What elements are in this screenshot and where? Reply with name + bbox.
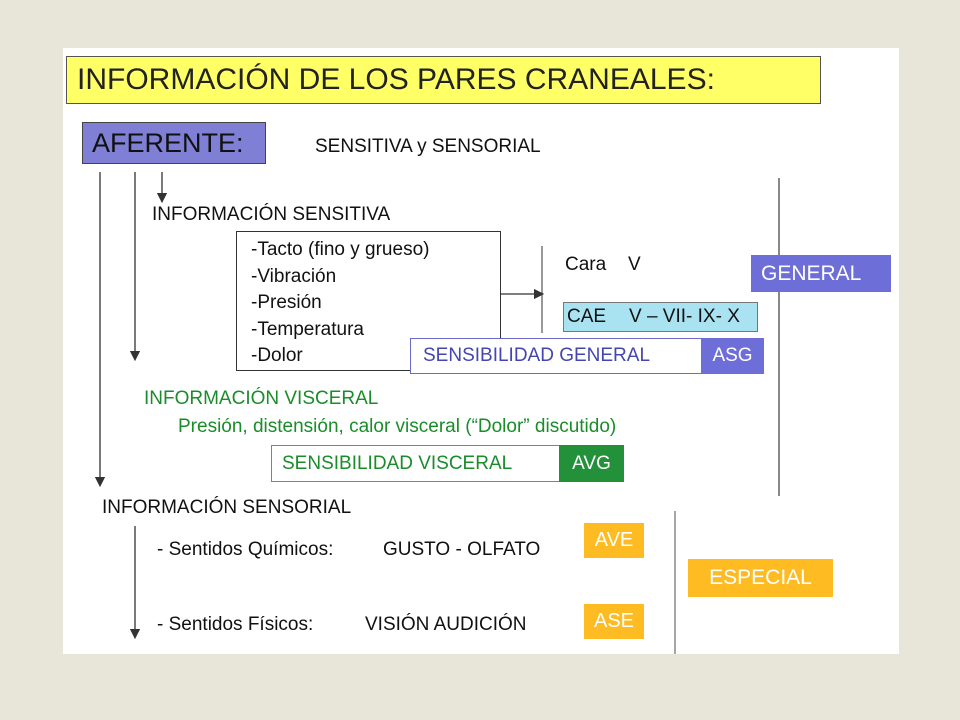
cae-box: CAE V – VII- IX- X (563, 302, 758, 332)
fisicos-label: - Sentidos Físicos: (157, 614, 314, 635)
list-item: -Temperatura (251, 318, 364, 340)
especial-label: ESPECIAL (688, 559, 833, 597)
slide: INFORMACIÓN DE LOS PARES CRANEALES: AFER… (63, 48, 899, 654)
ase-badge: ASE (584, 604, 644, 639)
list-item: -Dolor (251, 345, 303, 366)
cae-label: CAE (567, 306, 607, 327)
connector-lines (94, 172, 780, 654)
sensorial-heading: INFORMACIÓN SENSORIAL (102, 497, 352, 518)
visceral-heading: INFORMACIÓN VISCERAL (144, 388, 379, 409)
cara-label: Cara (565, 254, 607, 275)
list-item: -Tacto (fino y grueso) (251, 239, 430, 260)
sensitiva-list: -Tacto (fino y grueso) -Vibración -Presi… (236, 231, 501, 371)
sensibilidad-general-label: SENSIBILIDAD GENERAL (423, 345, 651, 366)
visceral-detail: Presión, distensión, calor visceral (“Do… (178, 416, 617, 437)
asg-badge: ASG (701, 338, 764, 374)
general-label: GENERAL (751, 255, 891, 292)
cae-nerves: V – VII- IX- X (629, 306, 740, 327)
list-item: -Vibración (251, 265, 337, 287)
sensibilidad-visceral-label: SENSIBILIDAD VISCERAL (282, 453, 513, 474)
page-title: INFORMACIÓN DE LOS PARES CRANEALES: (66, 56, 821, 104)
sensibilidad-general-box: SENSIBILIDAD GENERAL ASG (410, 338, 764, 374)
sensitiva-heading: INFORMACIÓN SENSITIVA (152, 204, 391, 225)
list-item: -Presión (251, 292, 322, 313)
quimicos-label: - Sentidos Químicos: (157, 539, 334, 560)
fisicos-value: VISIÓN AUDICIÓN (365, 614, 527, 635)
avg-badge: AVG (559, 445, 624, 482)
ave-badge: AVE (584, 523, 644, 558)
aferente-label: AFERENTE: (82, 122, 266, 164)
aferente-subtitle: SENSITIVA y SENSORIAL (315, 136, 541, 157)
sensibilidad-visceral-box: SENSIBILIDAD VISCERAL AVG (271, 445, 624, 482)
quimicos-value: GUSTO - OLFATO (383, 539, 541, 560)
cara-nerve: V (628, 254, 641, 275)
